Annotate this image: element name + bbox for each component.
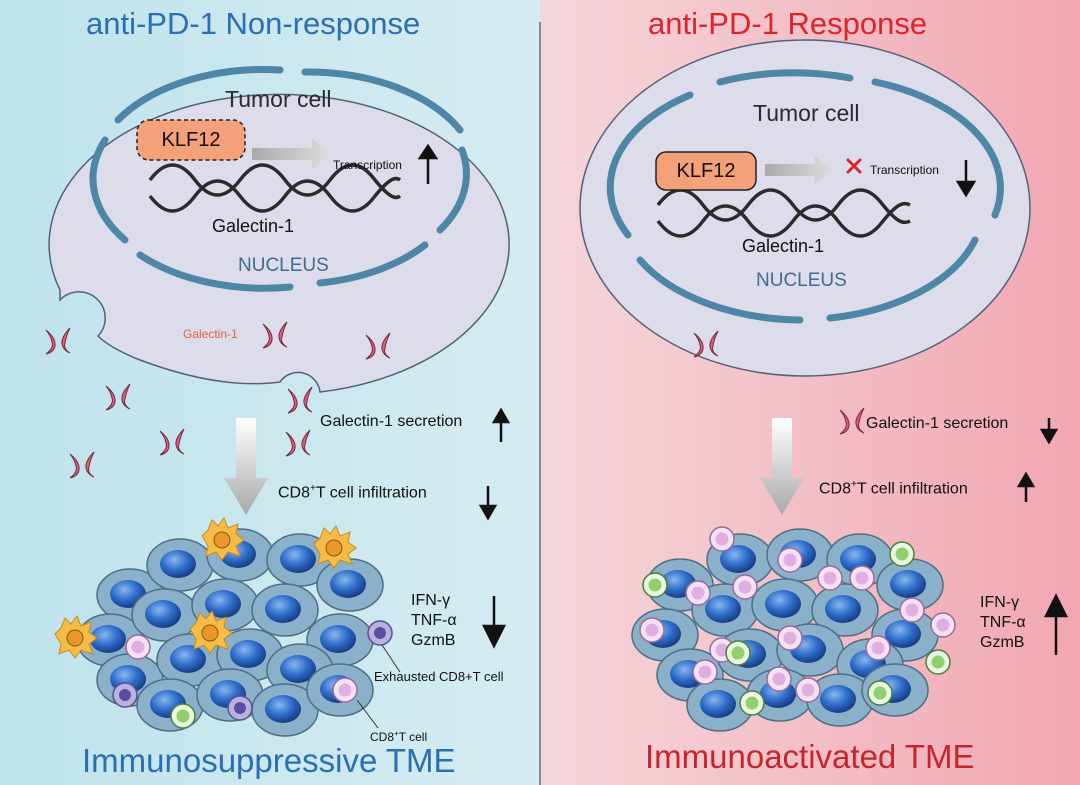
left-infiltration-label: CD8+T cell infiltration [278, 483, 427, 502]
right-panel-title: anti-PD-1 Response [648, 6, 928, 41]
right-bottom-label: Immunoactivated TME [645, 738, 975, 775]
galectin-molecule-label: Galectin-1 [183, 327, 238, 341]
right-tumor-cell-label: Tumor cell [753, 100, 860, 126]
dna-helix-right [656, 188, 911, 238]
blocked-cross-icon [846, 158, 862, 174]
right-galectin-gene-label: Galectin-1 [742, 236, 825, 256]
right-cytokine-gzmb: GzmB [980, 634, 1025, 651]
left-bottom-label: Immunosuppressive TME [82, 742, 456, 779]
cd8-t-cell-label: CD8+T cell [370, 729, 428, 744]
exhausted-cd8-label: Exhausted CD8+T cell [374, 669, 504, 684]
right-transcription-label: Transcription [870, 163, 939, 177]
right-nucleus-label: NUCLEUS [756, 270, 847, 291]
right-cytokine-list: IFN-γ TNF-α GzmB [980, 593, 1026, 653]
left-cytokine-list: IFN-γ TNF-α GzmB [411, 591, 457, 651]
left-secretion-label: Galectin-1 secretion [320, 413, 463, 430]
left-cytokine-ifn: IFN-γ [411, 592, 451, 609]
right-cytokine-ifn: IFN-γ [980, 594, 1020, 611]
left-tumor-cell-label: Tumor cell [225, 86, 332, 112]
right-secretion-label: Galectin-1 secretion [866, 415, 1009, 432]
dna-helix-left [148, 163, 402, 213]
left-nucleus-label: NUCLEUS [238, 255, 329, 276]
right-infiltration-label: CD8+T cell infiltration [819, 479, 968, 498]
right-klf12-label: KLF12 [676, 159, 736, 182]
klf12-box-left [136, 119, 246, 161]
klf12-box-right [655, 151, 757, 191]
left-cytokine-tnf: TNF-α [411, 612, 457, 629]
left-cytokine-gzmb: GzmB [411, 632, 456, 649]
left-transcription-label: Transcription [333, 158, 402, 172]
left-panel-title: anti-PD-1 Non-response [86, 6, 421, 41]
left-galectin-gene-label: Galectin-1 [212, 216, 295, 236]
right-cytokine-tnf: TNF-α [980, 614, 1026, 631]
left-klf12-label: KLF12 [161, 128, 221, 151]
